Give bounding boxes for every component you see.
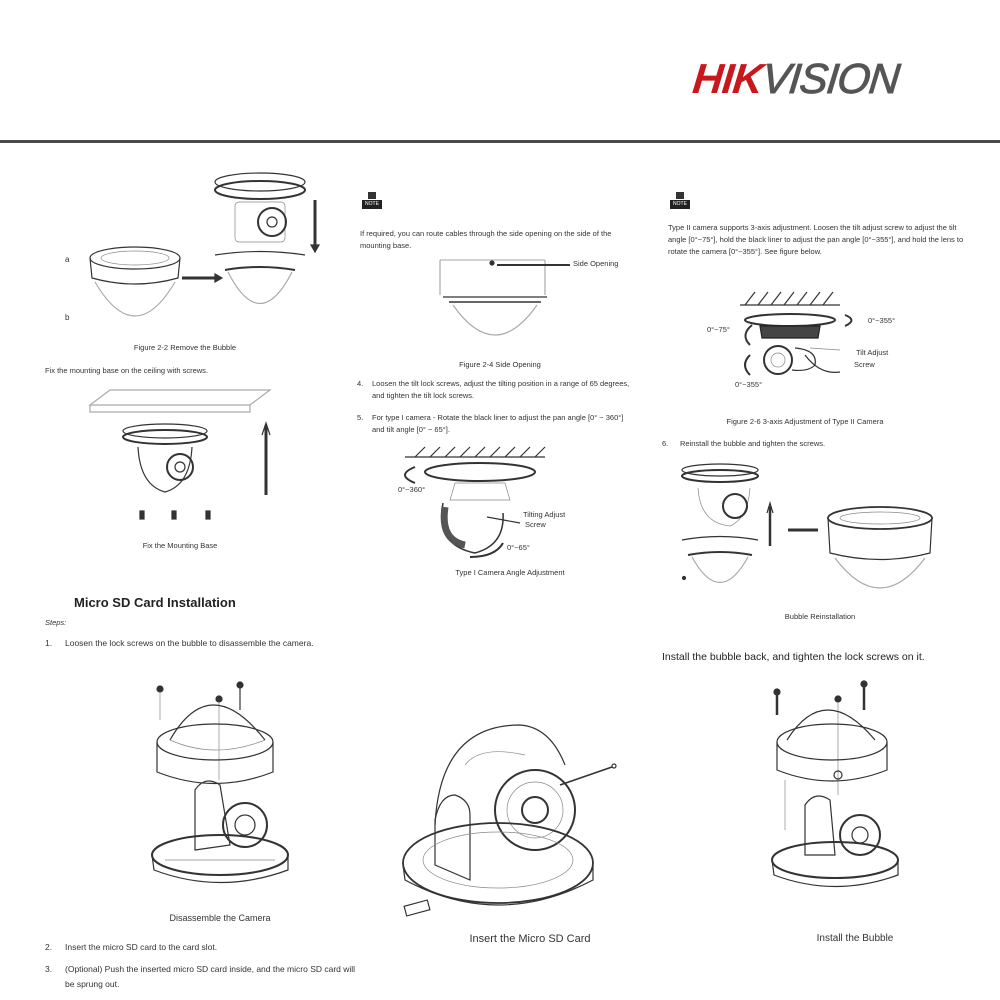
type2-tilt-screw-label-1: Tilt Adjust <box>856 348 889 357</box>
step-fix-mounting-base: Fix the mounting base on the ceiling wit… <box>45 366 208 375</box>
install-bubble-illustration <box>771 680 899 888</box>
step-4-number: 4. <box>357 379 364 388</box>
type2-pan-label: 0°~355° <box>868 316 896 325</box>
fig-bubble-reinstall-caption: Bubble Reinstallation <box>784 612 856 621</box>
bubble-reinstallation-illustration <box>681 463 933 589</box>
logo-vision: VISION <box>759 55 902 103</box>
step-5-text: For type I camera - Rotate the black lin… <box>372 413 624 434</box>
sd-step-3-number: 3. <box>45 964 53 974</box>
side-opening-illustration <box>439 259 570 336</box>
fig-disassemble-caption: Disassemble the Camera <box>169 913 271 923</box>
type1-tilt-screw-label-2: Screw <box>525 520 546 529</box>
step-5-number: 5. <box>357 413 364 422</box>
sd-step-1-text: Loosen the lock screws on the bubble to … <box>65 638 314 648</box>
type2-tilt-screw-label-2: Screw <box>854 360 875 369</box>
svg-text:b: b <box>65 313 70 322</box>
type1-tilt-label: 0°~65° <box>507 543 530 552</box>
note-type2-text: Type II camera supports 3-axis adjustmen… <box>668 223 964 256</box>
note-icon: NOTE <box>362 192 384 210</box>
sd-step-2-number: 2. <box>45 942 53 952</box>
step-6-number: 6. <box>662 439 669 448</box>
fig-side-opening-caption: Figure 2-4 Side Opening <box>459 360 541 369</box>
steps-label: Steps: <box>45 618 67 627</box>
insert-sd-card-illustration <box>402 724 617 917</box>
hikvision-logo: HIKVISION <box>690 55 902 103</box>
fig-insert-sd-caption: Insert the Micro SD Card <box>469 933 591 945</box>
type2-3axis-illustration <box>740 291 853 376</box>
fig-type2-caption: Figure 2-6 3-axis Adjustment of Type II … <box>726 417 884 426</box>
type2-rotate-label: 0°~355° <box>735 380 763 389</box>
sd-step-3-text: (Optional) Push the inserted micro SD ca… <box>65 964 356 989</box>
step-6-text: Reinstall the bubble and tighten the scr… <box>680 439 826 448</box>
fig-type1-caption: Type I Camera Angle Adjustment <box>455 568 565 577</box>
install-bubble-instruction: Install the bubble back, and tighten the… <box>662 651 925 663</box>
type1-tilt-screw-label-1: Tilting Adjust <box>523 510 566 519</box>
note-side-opening-text: If required, you can route cables throug… <box>360 229 612 250</box>
sd-step-2-text: Insert the micro SD card to the card slo… <box>65 942 218 952</box>
type1-pan-label: 0°~360° <box>398 485 426 494</box>
fig-remove-bubble-caption: Figure 2-2 Remove the Bubble <box>133 343 237 352</box>
disassemble-camera-illustration <box>151 681 289 884</box>
section-title-micro-sd: Micro SD Card Installation <box>74 595 236 610</box>
type1-angle-adjustment-illustration <box>404 446 546 558</box>
svg-text:a: a <box>65 255 70 264</box>
note-icon-2: NOTE <box>670 192 692 210</box>
type2-tilt-label: 0°~75° <box>707 325 730 334</box>
side-opening-label: Side Opening <box>573 259 619 268</box>
remove-bubble-illustration: a b <box>65 172 321 322</box>
logo-hik: HIK <box>690 55 765 102</box>
header-divider <box>0 140 1000 143</box>
sd-step-1-number: 1. <box>45 638 53 648</box>
fix-mounting-base-illustration <box>88 389 272 520</box>
fig-install-bubble-caption: Install the Bubble <box>816 933 894 944</box>
fig-fix-mounting-base-caption: Fix the Mounting Base <box>142 541 218 550</box>
step-4-text: Loosen the tilt lock screws, adjust the … <box>372 379 630 400</box>
